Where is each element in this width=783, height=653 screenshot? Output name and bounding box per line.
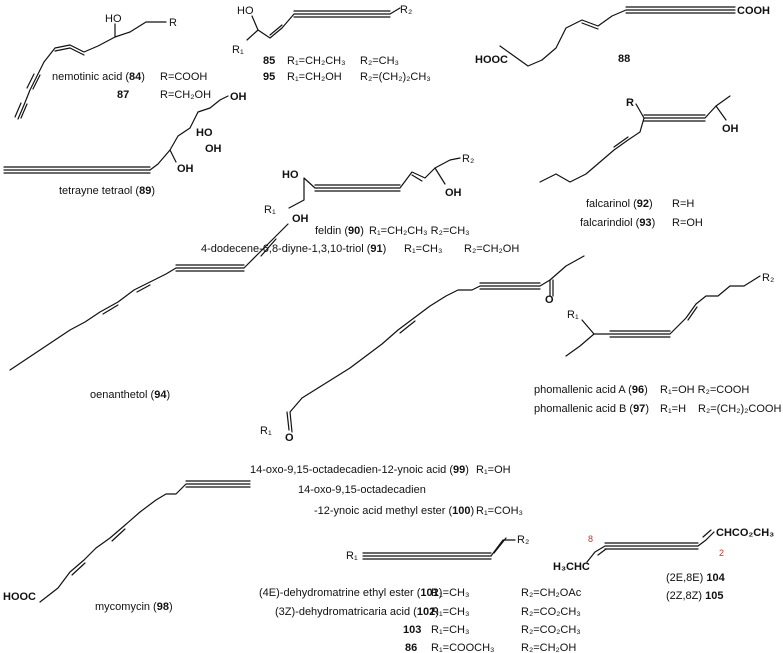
label-101-r2: R₂=CH₂OAc xyxy=(521,587,582,599)
structure-104-105 xyxy=(586,529,715,563)
atom-oh: OH xyxy=(205,143,222,155)
label-99: 14-oxo-9,15-octadecadien-12-ynoic acid (… xyxy=(250,464,469,476)
structure-falcarinol xyxy=(539,95,731,183)
label-falcarinol: falcarinol (92) xyxy=(586,198,653,210)
label-oenanthetol: oenanthetol (94) xyxy=(90,389,170,401)
label-100-r: R₁=COH₃ xyxy=(476,505,523,517)
label-99-r: R₁=OH xyxy=(476,464,511,476)
label-mycomycin: mycomycin (98) xyxy=(95,601,173,613)
label-103-r2: R₂=CO₂CH₃ xyxy=(521,624,581,636)
label-dodecene-r1: R₁=CH₃ xyxy=(404,243,442,255)
label-85-r2: R₂=CH₃ xyxy=(360,55,399,67)
label-95: 95 xyxy=(263,71,275,83)
atom-r2: R₂ xyxy=(762,272,774,284)
atom-oh: OH xyxy=(445,187,462,199)
atom-oh: OH xyxy=(722,123,739,135)
atom-oh: OH xyxy=(177,163,194,175)
structure-88 xyxy=(499,6,736,67)
label-tetrayne-tetraol: tetrayne tetraol (89) xyxy=(59,185,155,197)
label-85-r1: R₁=CH₂CH₃ xyxy=(287,55,346,67)
label-103: 103 xyxy=(403,624,421,636)
atom-r2: R₂ xyxy=(400,4,412,16)
label-100-line1: 14-oxo-9,15-octadecadien xyxy=(298,484,426,496)
locant-2: 2 xyxy=(719,548,724,558)
label-87: 87 xyxy=(117,89,129,101)
atom-chco2ch3: CHCO₂CH₃ xyxy=(716,527,774,539)
atom-cooh: COOH xyxy=(737,5,770,17)
label-85: 85 xyxy=(263,55,275,67)
label-95-r2: R₂=(CH₂)₂CH₃ xyxy=(360,71,431,83)
atom-r1: R₁ xyxy=(260,425,272,437)
label-feldin: feldin (90) xyxy=(315,225,364,237)
label-95-r1: R₁=CH₂OH xyxy=(287,71,342,83)
label-dodecene-triol: 4-dodecene-6,8-diyne-1,3,10-triol (91) xyxy=(201,243,386,255)
label-86: 86 xyxy=(405,642,417,653)
atom-r2: R₂ xyxy=(462,153,474,165)
atom-ho: HO xyxy=(105,13,122,25)
atom-ho: HO xyxy=(237,5,254,17)
label-falcarindiol-r: R=OH xyxy=(672,217,703,229)
label-falcarinol-r: R=H xyxy=(672,198,694,210)
atom-ho: HO xyxy=(196,127,213,139)
structure-14-oxo-octadecadienoic xyxy=(286,255,585,433)
label-102: (3Z)-dehydromatricaria acid (102) xyxy=(275,606,439,618)
atom-ho: HO xyxy=(282,169,299,181)
structure-phomallenic-acid xyxy=(565,275,761,357)
structure-nemotinic-acid xyxy=(14,21,167,120)
label-101: (4E)-dehydromatrine ethyl ester (101) xyxy=(259,587,442,599)
label-phomallenic-b-r1: R₁=H xyxy=(660,403,686,415)
label-86-r1: R₁=COOCH₃ xyxy=(431,642,495,653)
atom-r1: R₁ xyxy=(567,309,579,321)
structure-85-95 xyxy=(246,7,401,41)
structure-oenanthetol xyxy=(9,223,289,371)
structure-dehydromatricaria xyxy=(362,537,516,560)
label-102-r2: R₂=CO₂CH₃ xyxy=(521,606,581,618)
label-dodecene-r2: R₂=CH₂OH xyxy=(464,243,519,255)
label-phomallenic-b: phomallenic acid B (97) xyxy=(534,403,649,415)
structure-tetrayne-tetraol xyxy=(3,95,229,174)
atom-o: O xyxy=(545,294,554,306)
atom-r1: R₁ xyxy=(232,44,244,56)
atom-oh: OH xyxy=(292,213,309,225)
label-phomallenic-b-r2: R₂=(CH₂)₂COOH xyxy=(698,403,781,415)
label-101-r1: R₁=CH₃ xyxy=(431,587,469,599)
atom-oh: OH xyxy=(230,91,247,103)
label-105: (2Z,8Z) 105 xyxy=(666,590,723,602)
label-phomallenic-a: phomallenic acid A (96) xyxy=(534,384,648,396)
label-nemotinic-r: R=COOH xyxy=(160,71,207,83)
label-87-r: R=CH₂OH xyxy=(160,89,211,101)
label-falcarindiol: falcarindiol (93) xyxy=(580,217,655,229)
label-86-r2: R₂=CH₂OH xyxy=(521,642,576,653)
structure-feldin xyxy=(288,157,461,209)
atom-r2: R₂ xyxy=(517,534,529,546)
atom-hooc: HOOC xyxy=(3,591,36,603)
atom-r1: R₁ xyxy=(264,204,276,216)
label-102-r1: R₁=CH₃ xyxy=(431,606,469,618)
label-feldin-r: R₁=CH₂CH₃ R₂=CH₃ xyxy=(369,225,470,237)
atom-r: R xyxy=(626,97,634,109)
label-104: (2E,8E) 104 xyxy=(666,572,726,584)
label-88: 88 xyxy=(618,53,630,65)
atom-r1: R₁ xyxy=(346,550,358,562)
label-nemotinic-acid: nemotinic acid (84) xyxy=(52,71,145,83)
label-phomallenic-a-r: R₁=OH R₂=COOH xyxy=(660,384,749,396)
label-103-r1: R₁=CH₃ xyxy=(431,624,469,636)
structure-mycomycin xyxy=(39,480,251,603)
atom-o: O xyxy=(285,432,294,444)
atom-h3chc: H₃CHC xyxy=(553,561,590,573)
atom-hooc: HOOC xyxy=(475,54,508,66)
atom-r: R xyxy=(169,17,177,29)
locant-8: 8 xyxy=(588,534,593,544)
label-100-line2: -12-ynoic acid methyl ester (100) xyxy=(314,505,474,517)
